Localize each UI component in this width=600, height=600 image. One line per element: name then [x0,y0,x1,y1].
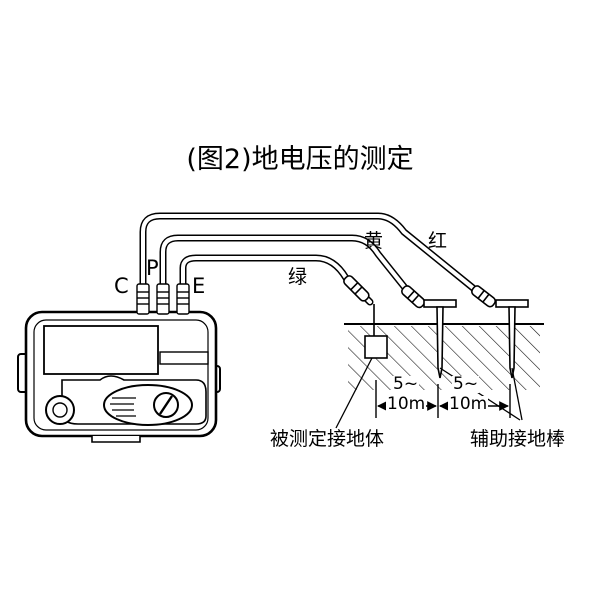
tester [17,310,221,443]
clips [343,275,497,309]
ground-object [364,304,388,359]
ground-hatch [348,326,540,390]
diagram-title: (图2)地电压的测定 [186,144,414,175]
clip-red [471,285,497,308]
connector-p [156,283,170,315]
caption-auxiliary-rods: 辅助接地棒 [470,428,566,450]
terminal-connectors [136,283,190,315]
tester-display [43,325,159,375]
distance-2-top: 5~ [452,374,480,394]
tester-foot [91,436,141,443]
terminal-label-c: C [114,274,129,298]
rod-p [423,299,457,379]
clip-yellow [401,285,426,309]
leader-object [335,357,373,429]
wire-yellow [159,234,414,298]
caption-ground-object: 被测定接地体 [270,428,385,450]
connector-c [136,283,150,315]
leader-rod-c [511,367,523,421]
wire-label-red: 红 [428,230,448,252]
wires [139,212,482,306]
connector-e [176,283,190,315]
distance-1-top: 5~ [392,374,420,394]
wire-red [139,212,482,296]
tester-button-inner [52,402,68,418]
wire-label-green: 绿 [288,266,308,288]
wire-label-yellow: 黄 [364,230,384,252]
tester-panel-bar [159,351,209,365]
distance-2-bottom: 10m [448,394,489,414]
wire-green [179,254,374,306]
terminal-label-p: P [146,256,159,280]
clip-green [343,275,370,302]
terminal-label-e: E [192,274,206,298]
distance-1-bottom: 10m [386,394,427,414]
